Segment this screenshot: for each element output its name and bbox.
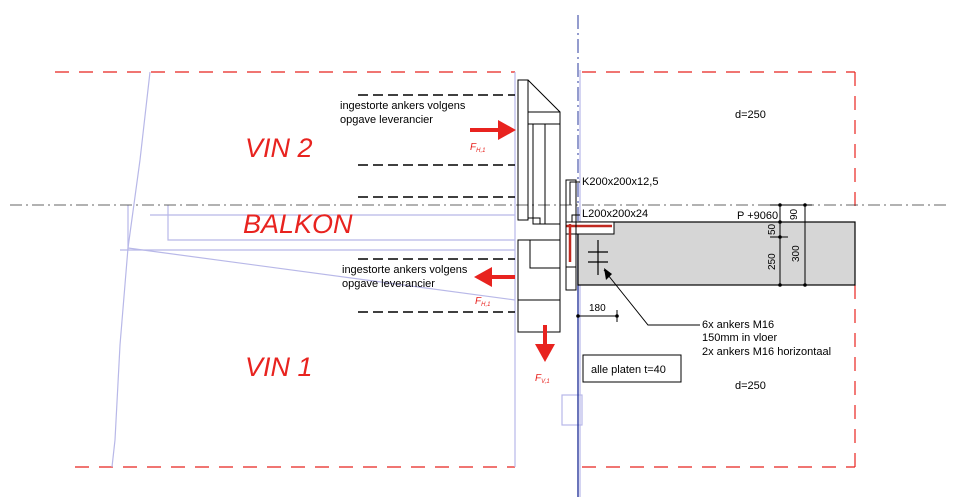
anchor-note-top-line1: ingestorte ankers volgens: [340, 100, 466, 112]
zone-boundaries: [55, 71, 856, 468]
depth-label-bottom: d=250: [735, 380, 766, 392]
anchor-bolts: [588, 240, 608, 275]
zone-label-vin2: VIN 2: [245, 133, 313, 163]
anchor-spec-line3: 2x ankers M16 horizontaal: [702, 346, 831, 358]
dim-300: 300: [791, 245, 802, 262]
anchor-note-bottom-line1: ingestorte ankers volgens: [342, 264, 468, 276]
dim-50: 50: [767, 223, 778, 235]
anchor-leader: [603, 268, 700, 326]
floor-slab: [577, 221, 856, 286]
force-label-fh-top: FH,1: [470, 142, 485, 154]
anchor-spec-line2: 150mm in vloer: [702, 332, 778, 344]
force-arrows: [470, 120, 555, 362]
background-structure-outlines: [111, 70, 583, 497]
dim-250: 250: [767, 253, 778, 270]
floor-level-label: P +9060: [737, 210, 778, 222]
dim-90: 90: [789, 208, 800, 220]
zone-label-vin1: VIN 1: [245, 352, 313, 382]
dim-180: 180: [589, 303, 606, 314]
dimension-ticks: [576, 203, 807, 318]
profile-leaders: [569, 181, 580, 222]
plates-note-text: alle platen t=40: [591, 364, 666, 376]
profile-k-label: K200x200x12,5: [582, 176, 658, 188]
steel-column: [517, 79, 577, 333]
l-angle-support: [565, 221, 615, 268]
profile-l-label: L200x200x24: [582, 208, 648, 220]
anchor-lines-top: [358, 94, 515, 198]
force-label-fh-bottom: FH,1: [475, 296, 490, 308]
anchor-spec-line1: 6x ankers M16: [702, 319, 774, 331]
anchor-note-top-line2: opgave leverancier: [340, 114, 433, 126]
anchor-note-bottom-line2: opgave leverancier: [342, 278, 435, 290]
anchor-lines-bottom: [358, 258, 515, 313]
zone-label-balkon: BALKON: [243, 209, 353, 239]
plates-note-box: [582, 354, 682, 383]
force-label-fv: FV,1: [535, 373, 550, 385]
depth-label-top: d=250: [735, 109, 766, 121]
